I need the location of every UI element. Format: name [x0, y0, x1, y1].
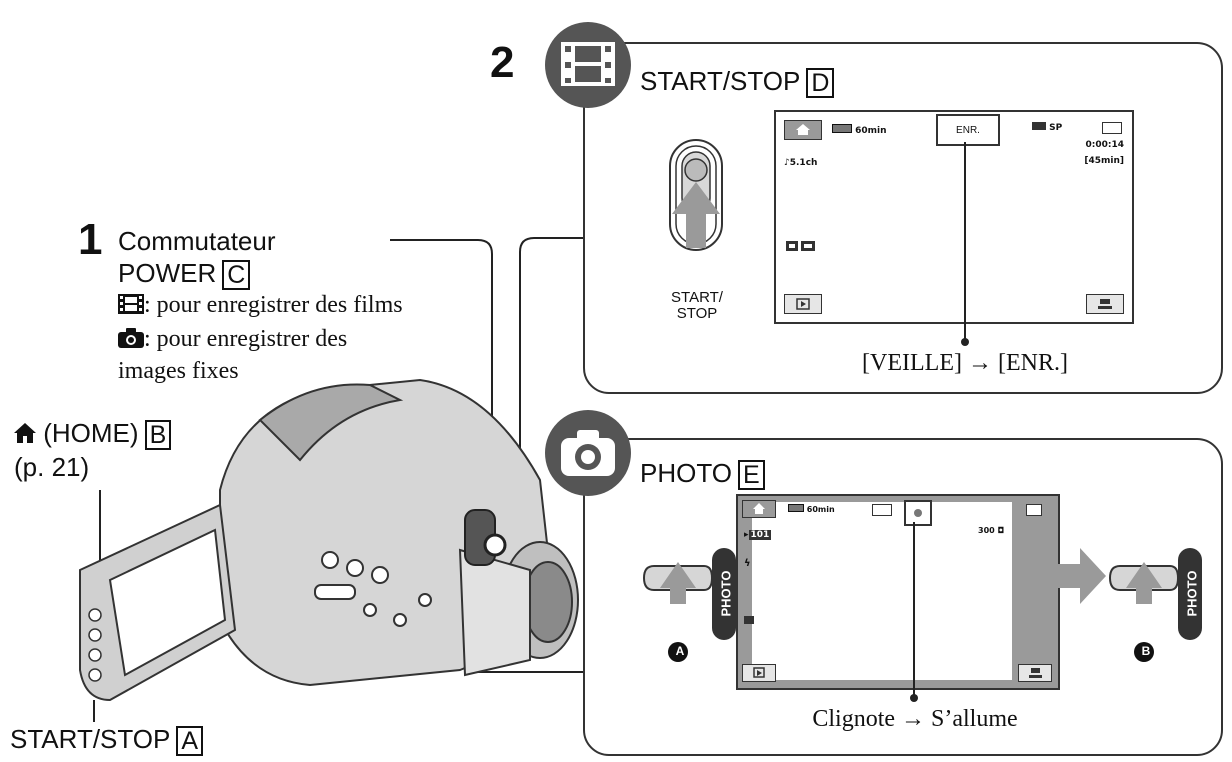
folder-icon: ▸	[744, 530, 749, 540]
option-icon	[1098, 299, 1112, 309]
audio-icon: ♪	[784, 158, 790, 168]
photo-playback-button[interactable]	[742, 664, 776, 682]
rec-status-box: ENR.	[936, 114, 1000, 146]
photo-button-half-press[interactable]	[640, 540, 740, 670]
timecode: 0:00:14	[1085, 140, 1124, 150]
photo-mode-desc-2: images fixes	[118, 358, 239, 384]
power-label-text: POWER	[118, 258, 217, 288]
photo-vertical-label-b: PHOTO	[1182, 548, 1202, 638]
photo-mode-desc: : pour enregistrer des	[144, 326, 348, 352]
photo-vertical-text-b: PHOTO	[1184, 570, 1200, 616]
photo-battery-remaining: 60min	[806, 505, 835, 514]
start-stop-a-text: START/STOP	[10, 724, 171, 754]
photo-count-camera-icon: ◘	[997, 526, 1005, 535]
start-stop-text-2: STOP	[676, 305, 718, 322]
movie-recording-screen: 60min ENR. SP 0:00:14 [45min] ♪5.1ch	[774, 110, 1134, 324]
focus-indicator-dot	[914, 509, 922, 517]
photo-media-icon	[1026, 504, 1042, 516]
start-stop-text-1: START/	[671, 289, 723, 306]
photo-battery: 60min	[788, 504, 835, 514]
photo-option-button[interactable]	[1018, 664, 1052, 682]
quality-mode: SP	[1049, 123, 1063, 133]
film-icon	[118, 294, 144, 314]
battery-remaining: 60min	[855, 126, 887, 136]
start-stop-button-text: START/ STOP	[660, 290, 734, 322]
battery-indicator: 60min	[832, 124, 887, 136]
step-1-number: 1	[78, 215, 103, 264]
remaining-time: [45min]	[1084, 156, 1124, 166]
movie-mode-circle	[545, 22, 631, 108]
playback-icon	[796, 298, 810, 310]
hdd-icon	[1032, 122, 1046, 130]
playback-button[interactable]	[784, 294, 822, 314]
camera-icon	[118, 328, 144, 348]
folder-number: 101	[748, 530, 772, 540]
home-page-ref: (p. 21)	[14, 452, 90, 482]
rec-status-text: ENR.	[956, 124, 980, 136]
right-arrow-icon	[1058, 548, 1106, 604]
photo-count: 300	[978, 526, 995, 535]
option-button[interactable]	[1086, 294, 1124, 314]
letter-e-badge: E	[737, 460, 765, 491]
audio-channels: 5.1ch	[789, 158, 818, 168]
photo-button-full-press[interactable]	[1106, 540, 1206, 670]
letter-a-badge: A	[176, 726, 204, 757]
film-mode-desc: : pour enregistrer des films	[144, 292, 403, 318]
media-icon	[1102, 122, 1122, 134]
rec-status-caption: [VEILLE] → [ENR.]	[862, 350, 1068, 376]
home-icon-small	[796, 124, 810, 135]
step-2-number: 2	[490, 38, 515, 87]
folder-indicator: ▸101	[744, 530, 772, 540]
letter-c-badge: C	[222, 260, 251, 291]
home-screen-button[interactable]	[784, 120, 822, 140]
photo-playback-icon	[753, 667, 765, 678]
image-size-icon	[872, 504, 892, 516]
letter-b-badge: B	[144, 420, 172, 451]
photo-screen-content	[752, 502, 1012, 680]
audio-mode: ♪5.1ch	[784, 158, 817, 168]
camcorder-illustration	[79, 378, 579, 702]
photo-mode-circle	[545, 410, 631, 496]
camera-icon-large	[561, 430, 615, 476]
start-stop-button-illustration[interactable]	[656, 139, 736, 290]
home-icon-photo	[753, 503, 765, 514]
home-label: (HOME)B	[14, 418, 172, 451]
photo-e-text: PHOTO	[640, 458, 732, 488]
photo-vertical-label-a: PHOTO	[716, 548, 736, 638]
photo-option-icon	[1029, 668, 1042, 678]
home-icon	[14, 419, 36, 443]
flash-icon: ϟ	[744, 558, 751, 569]
photo-count-indicator: 300 ◘	[978, 526, 1004, 535]
photo-mode-line: : pour enregistrer des	[118, 326, 347, 353]
start-stop-d-text: START/STOP	[640, 66, 801, 96]
focus-caption: Clignote → S’allume	[812, 706, 1018, 732]
photo-vertical-text-a: PHOTO	[718, 570, 734, 616]
photo-home-button[interactable]	[742, 500, 776, 518]
marker-a: A	[675, 644, 685, 658]
focus-indicator-box	[904, 500, 932, 526]
photo-recording-screen: 60min 300 ◘ ▸101 ϟ	[736, 494, 1060, 690]
marker-b: B	[1141, 644, 1151, 658]
steadyshot-icon	[786, 240, 816, 252]
photo-steadyshot-icon	[744, 616, 754, 624]
film-mode-line: : pour enregistrer des films	[118, 292, 403, 319]
home-text: (HOME)	[43, 418, 139, 448]
battery-icon	[832, 124, 852, 133]
photo-battery-icon	[788, 504, 804, 512]
power-switch-title: Commutateur	[118, 226, 276, 256]
quality-indicator: SP	[1032, 122, 1062, 133]
film-icon-large	[561, 42, 615, 86]
letter-d-badge: D	[806, 68, 835, 99]
